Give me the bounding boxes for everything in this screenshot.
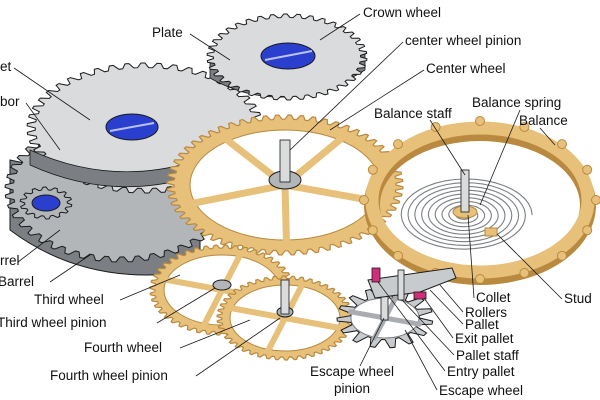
label-balance: Balance <box>519 113 568 128</box>
leader-lines <box>13 13 563 391</box>
leader-third-wheel-pinion <box>156 287 216 324</box>
pallet-fork <box>367 267 457 299</box>
leader-ratchet <box>13 67 91 121</box>
balance-spring-coil <box>400 178 533 250</box>
label-ratchet-partial: et <box>0 59 12 74</box>
balance-rim <box>365 121 595 279</box>
leader-center-wheel-pinion <box>289 41 404 151</box>
label-center-wheel-pinion: center wheel pinion <box>405 33 522 48</box>
leader-entry-pallet <box>377 281 446 372</box>
label-pallet: Pallet <box>465 317 499 332</box>
center-wheel-pinion-arbor <box>279 139 291 183</box>
leader-balance-spring <box>479 109 521 206</box>
leader-collet <box>467 214 475 299</box>
exit-pallet-stone <box>413 291 427 300</box>
leader-center-wheel <box>329 69 425 131</box>
label-pallet-staff: Pallet staff <box>456 348 519 363</box>
leader-pallet-staff <box>401 299 455 356</box>
label-barrel-partial-2: Barrel <box>0 274 35 289</box>
leader-balance-staff <box>429 119 466 176</box>
leader-escape-wheel-pinion <box>359 317 385 367</box>
leader-plate <box>189 33 231 61</box>
balance-staff-post <box>460 169 470 213</box>
label-rollers: Rollers <box>465 305 508 320</box>
entry-pallet-stone <box>371 267 381 283</box>
third-wheel-pinion <box>212 279 232 291</box>
leader-stud <box>496 233 563 300</box>
label-exit-pallet: Exit pallet <box>455 331 514 346</box>
label-escape-wheel-pinion-line1: Escape wheel <box>309 364 395 379</box>
label-third-wheel: Third wheel <box>34 292 104 307</box>
fourth-wheel-arbor <box>280 279 290 315</box>
ratchet-screw-slot <box>109 122 155 132</box>
leader-escape-wheel <box>404 329 438 391</box>
leader-fourth-wheel-pinion <box>195 317 281 377</box>
pallet-staff-post <box>397 269 405 301</box>
detail-parts <box>336 169 533 349</box>
label-fourth-wheel-pinion: Fourth wheel pinion <box>50 368 168 383</box>
label-center-wheel: Center wheel <box>426 61 506 76</box>
balance-screws <box>359 116 600 284</box>
spring-stud <box>484 227 498 237</box>
leader-barrel-1 <box>17 229 61 263</box>
leader-exit-pallet <box>423 297 454 339</box>
label-arbor-partial: bor <box>0 94 20 109</box>
label-escape-wheel: Escape wheel <box>439 383 524 398</box>
crown-wheel-screw-slot <box>264 50 313 61</box>
leader-third-wheel <box>119 274 181 301</box>
label-fourth-wheel: Fourth wheel <box>84 340 163 355</box>
label-plate: Plate <box>152 25 183 40</box>
leader-rollers <box>439 284 464 313</box>
leader-pallet <box>429 289 464 325</box>
label-crown-wheel: Crown wheel <box>363 5 442 20</box>
leader-barrel-2 <box>49 254 91 283</box>
label-collet: Collet <box>476 290 511 305</box>
label-balance-spring: Balance spring <box>472 95 562 110</box>
label-entry-pallet: Entry pallet <box>447 364 515 379</box>
leader-fourth-wheel <box>179 319 251 349</box>
leader-arbor <box>25 102 61 151</box>
label-escape-wheel-pinion-line2: pinion <box>333 381 371 396</box>
label-third-wheel-pinion: Third wheel pinion <box>0 315 107 330</box>
arbor-jewel <box>31 194 61 212</box>
label-stud: Stud <box>564 291 592 306</box>
steel-parts <box>4 13 368 276</box>
label-balance-staff: Balance staff <box>374 106 452 121</box>
leader-balance <box>539 127 556 146</box>
label-barrel-partial-1: rrel <box>0 253 20 268</box>
leader-crown-wheel <box>319 13 361 41</box>
brass-parts <box>149 114 600 361</box>
